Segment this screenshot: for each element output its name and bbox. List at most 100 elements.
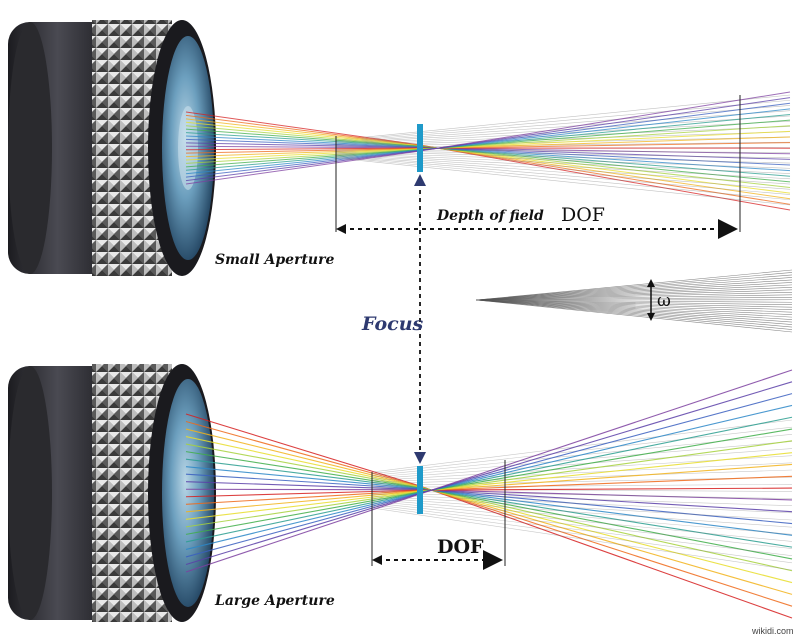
ray-bottom (185, 488, 421, 491)
ray-bottom (419, 369, 793, 495)
ray-bottom (185, 489, 421, 498)
ray-top-grey (335, 157, 791, 206)
focus-arrow-up-head (414, 174, 426, 186)
ray-top (185, 148, 421, 161)
ray-bottom (185, 490, 421, 505)
ray-top-grey (335, 105, 791, 143)
ray-top (185, 149, 421, 175)
ray-bottom (185, 492, 421, 550)
ray-top-grey (335, 94, 791, 141)
cone-ray (475, 289, 793, 301)
dof-top-arrow-start (336, 224, 346, 234)
ray-top (185, 148, 421, 164)
ray-top (185, 149, 421, 171)
ray-top (185, 149, 421, 168)
cone-ray (475, 279, 793, 301)
ray-bottom (185, 413, 421, 487)
cone-ray (475, 299, 793, 320)
ray-top (185, 142, 421, 149)
ray-top-grey (335, 120, 791, 145)
ray-top (185, 150, 421, 182)
ray-bottom (419, 475, 793, 492)
omega-arrow-down (647, 313, 655, 321)
ray-bottom (185, 458, 421, 489)
ray-bottom (419, 381, 793, 495)
ray-top (185, 147, 421, 151)
ray-top (185, 149, 421, 178)
ray-bottom (419, 485, 793, 607)
cone-ray (475, 294, 793, 301)
ray-top-grey (335, 131, 791, 147)
ray-top (419, 125, 791, 150)
cone-ray (475, 282, 793, 301)
ray-top (419, 108, 791, 151)
label-large-aperture: Large Aperture (214, 593, 335, 609)
ray-bottom-grey (371, 497, 793, 528)
ray-top (419, 145, 791, 200)
cone-ray (475, 299, 793, 333)
cone-ray (475, 299, 793, 306)
ray-bottom (419, 487, 793, 491)
ray-bottom-grey (371, 469, 793, 485)
ray-bottom (185, 473, 421, 490)
ray-top (185, 150, 421, 185)
ray-top (419, 144, 791, 205)
ray-top-grey (335, 152, 791, 174)
ray-top (419, 145, 791, 183)
ray-bottom (419, 487, 793, 548)
ray-bottom-grey (371, 495, 793, 521)
ray-bottom (185, 493, 421, 566)
ray-bottom (419, 452, 793, 492)
cone-ray (475, 277, 793, 301)
ray-bottom-grey (371, 492, 793, 507)
cone-ray (475, 299, 793, 330)
ray-top (419, 91, 791, 152)
ray-bottom (419, 488, 793, 536)
ray-bottom-grey (371, 490, 793, 499)
ray-top (185, 147, 421, 154)
ray-bottom (419, 404, 793, 494)
ray-top-grey (335, 110, 791, 143)
ray-top (419, 142, 791, 149)
cone-ray (475, 287, 793, 301)
cone-ray (475, 284, 793, 301)
ray-bottom (185, 436, 421, 488)
ray-bottom (419, 393, 793, 494)
ray-bottom (185, 451, 421, 489)
ray-top (185, 135, 421, 148)
ray-bottom (419, 440, 793, 493)
ray-top (419, 119, 791, 151)
ray-top (419, 113, 791, 151)
ray-top (185, 148, 421, 158)
ray-top (185, 114, 421, 146)
ray-bottom (185, 428, 421, 488)
ray-bottom (185, 420, 421, 487)
ray-top (419, 146, 791, 172)
ray-top (185, 121, 421, 147)
cone-ray (475, 299, 793, 310)
ray-top (419, 145, 791, 194)
ray-top (419, 145, 791, 189)
ray-bottom (185, 493, 421, 573)
cone-ray (475, 274, 793, 301)
ray-top-grey (335, 141, 791, 149)
ray-top (185, 118, 421, 147)
cone-ray (475, 299, 793, 303)
ray-bottom (185, 490, 421, 513)
ray-top (185, 138, 421, 148)
ray-bottom-grey (371, 504, 793, 557)
camera-lens-icon (178, 106, 198, 190)
ray-top (419, 144, 791, 211)
light-rays-small-aperture (185, 91, 791, 211)
ray-bottom (185, 490, 421, 520)
ray-top (185, 111, 421, 146)
label-dof-bottom: DOF (437, 536, 484, 558)
ray-top-grey (335, 153, 791, 180)
dof-bottom-arrow-start (372, 555, 382, 565)
ray-bottom (419, 486, 793, 572)
ray-top (185, 145, 421, 149)
lens-back-cap-bottom (8, 366, 52, 620)
ray-bottom-grey (371, 499, 793, 535)
ray-top-grey (335, 156, 791, 201)
ray-bottom-grey (371, 505, 793, 564)
